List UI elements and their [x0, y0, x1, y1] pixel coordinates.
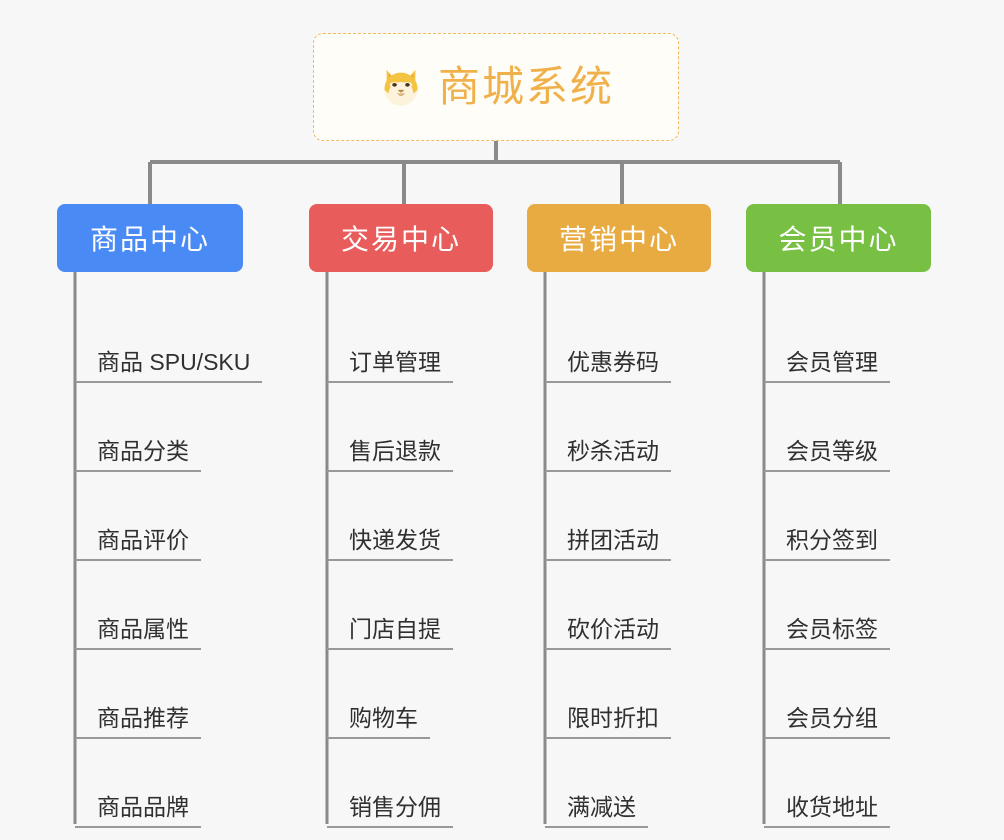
branch-header-label: 商品中心	[89, 224, 210, 255]
branch-header-member[interactable]: 会员中心	[746, 204, 931, 272]
leaf-label: 满减送	[545, 794, 648, 828]
branch-header-label: 营销中心	[558, 224, 679, 255]
leaf-label: 商品评价	[75, 527, 201, 561]
leaf-label: 商品品牌	[75, 794, 201, 828]
leaf-item[interactable]: 会员等级	[764, 383, 931, 472]
root-title: 商城系统	[437, 63, 614, 110]
leaf-label: 售后退款	[327, 438, 453, 472]
leaf-list-marketing: 优惠券码 秒杀活动 拼团活动 砍价活动 限时折扣 满减送	[527, 294, 711, 828]
branch-header-marketing[interactable]: 营销中心	[527, 204, 711, 272]
leaf-item[interactable]: 拼团活动	[545, 472, 711, 561]
leaf-label: 秒杀活动	[545, 438, 671, 472]
leaf-item[interactable]: 门店自提	[327, 561, 493, 650]
leaf-item[interactable]: 商品分类	[75, 383, 243, 472]
leaf-label: 购物车	[327, 705, 430, 739]
leaf-list-trade: 订单管理 售后退款 快递发货 门店自提 购物车 销售分佣	[309, 294, 493, 828]
leaf-label: 会员管理	[764, 349, 890, 383]
leaf-label: 收货地址	[764, 794, 890, 828]
leaf-item[interactable]: 会员分组	[764, 650, 931, 739]
leaf-label: 会员等级	[764, 438, 890, 472]
leaf-item[interactable]: 商品推荐	[75, 650, 243, 739]
leaf-label: 快递发货	[327, 527, 453, 561]
leaf-label: 优惠券码	[545, 349, 671, 383]
leaf-item[interactable]: 收货地址	[764, 739, 931, 828]
leaf-label: 积分签到	[764, 527, 890, 561]
leaf-item[interactable]: 快递发货	[327, 472, 493, 561]
leaf-item[interactable]: 满减送	[545, 739, 711, 828]
leaf-label: 门店自提	[327, 616, 453, 650]
branch-header-label: 交易中心	[340, 224, 461, 255]
leaf-item[interactable]: 商品评价	[75, 472, 243, 561]
leaf-item[interactable]: 限时折扣	[545, 650, 711, 739]
leaf-item[interactable]: 商品品牌	[75, 739, 243, 828]
leaf-item[interactable]: 商品属性	[75, 561, 243, 650]
leaf-label: 商品推荐	[75, 705, 201, 739]
leaf-item[interactable]: 售后退款	[327, 383, 493, 472]
leaf-label: 商品分类	[75, 438, 201, 472]
leaf-label: 销售分佣	[327, 794, 453, 828]
leaf-item[interactable]: 会员标签	[764, 561, 931, 650]
root-node[interactable]: 商城系统	[313, 33, 679, 141]
shiba-dog-face-icon	[378, 64, 424, 110]
leaf-label: 会员标签	[764, 616, 890, 650]
leaf-item[interactable]: 积分签到	[764, 472, 931, 561]
leaf-item[interactable]: 优惠券码	[545, 294, 711, 383]
leaf-label: 会员分组	[764, 705, 890, 739]
branch-column-trade: 交易中心 订单管理 售后退款 快递发货 门店自提 购物车 销售分佣	[309, 204, 493, 828]
leaf-label: 限时折扣	[545, 705, 671, 739]
leaf-list-member: 会员管理 会员等级 积分签到 会员标签 会员分组 收货地址	[746, 294, 931, 828]
leaf-label: 订单管理	[327, 349, 453, 383]
leaf-item[interactable]: 秒杀活动	[545, 383, 711, 472]
branch-column-member: 会员中心 会员管理 会员等级 积分签到 会员标签 会员分组 收货地址	[746, 204, 931, 828]
branch-header-product[interactable]: 商品中心	[57, 204, 243, 272]
branch-column-product: 商品中心 商品 SPU/SKU 商品分类 商品评价 商品属性 商品推荐 商品品牌	[57, 204, 263, 828]
leaf-item[interactable]: 砍价活动	[545, 561, 711, 650]
leaf-item[interactable]: 商品 SPU/SKU	[75, 294, 263, 383]
branch-header-trade[interactable]: 交易中心	[309, 204, 493, 272]
leaf-item[interactable]: 购物车	[327, 650, 493, 739]
branch-column-marketing: 营销中心 优惠券码 秒杀活动 拼团活动 砍价活动 限时折扣 满减送	[527, 204, 711, 828]
leaf-label: 商品 SPU/SKU	[75, 349, 263, 383]
branch-header-label: 会员中心	[778, 224, 899, 255]
leaf-label: 砍价活动	[545, 616, 671, 650]
leaf-label: 拼团活动	[545, 527, 671, 561]
leaf-item[interactable]: 销售分佣	[327, 739, 493, 828]
leaf-item[interactable]: 订单管理	[327, 294, 493, 383]
leaf-label: 商品属性	[75, 616, 201, 650]
leaf-list-product: 商品 SPU/SKU 商品分类 商品评价 商品属性 商品推荐 商品品牌	[57, 294, 263, 828]
leaf-item[interactable]: 会员管理	[764, 294, 931, 383]
